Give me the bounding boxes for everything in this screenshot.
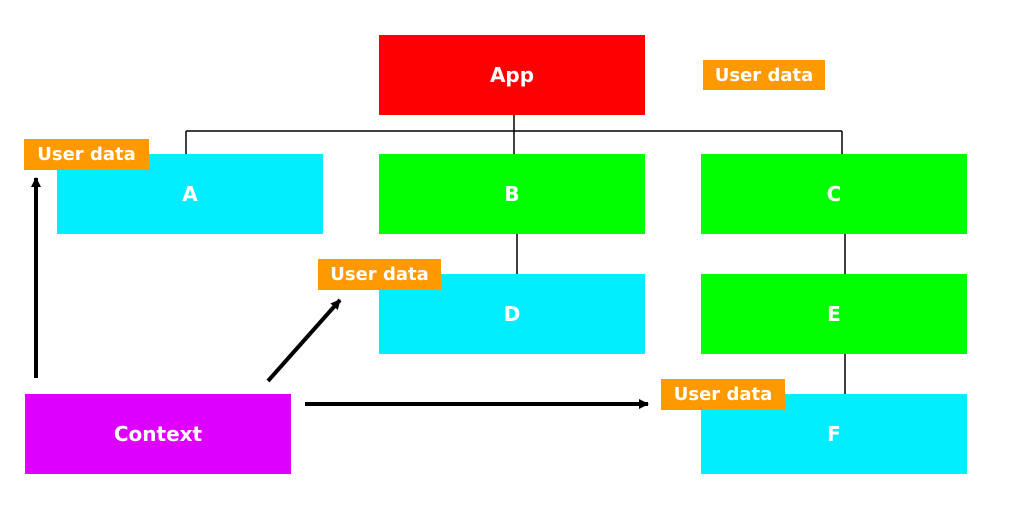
user-data-tag-d-label: User data bbox=[330, 264, 429, 285]
user-data-tag-app: User data bbox=[703, 60, 825, 90]
node-app: App bbox=[379, 35, 645, 115]
user-data-tag-app-label: User data bbox=[714, 64, 814, 86]
node-e: E bbox=[701, 274, 967, 354]
user-data-tag-f: User data bbox=[661, 379, 785, 410]
node-c: C bbox=[701, 154, 967, 234]
node-context-label: Context bbox=[113, 422, 203, 446]
node-context: Context bbox=[25, 394, 291, 474]
node-b: B bbox=[379, 154, 645, 234]
node-a-label: A bbox=[182, 182, 198, 206]
user-data-tag-f-label: User data bbox=[673, 384, 773, 405]
tree-connectors bbox=[185, 115, 846, 394]
user-data-tag-a: User data bbox=[24, 139, 149, 170]
node-f-label: F bbox=[827, 422, 841, 446]
node-e-label: E bbox=[827, 302, 841, 326]
node-d-label: D bbox=[503, 302, 521, 326]
node-c-label: C bbox=[826, 182, 842, 206]
node-b-label: B bbox=[504, 182, 520, 206]
user-data-tag-d: User data bbox=[318, 259, 441, 290]
arrow-context-to-d bbox=[266, 298, 342, 383]
context-arrows bbox=[31, 177, 649, 409]
node-app-label: App bbox=[489, 63, 535, 87]
user-data-tag-a-label: User data bbox=[37, 144, 136, 165]
